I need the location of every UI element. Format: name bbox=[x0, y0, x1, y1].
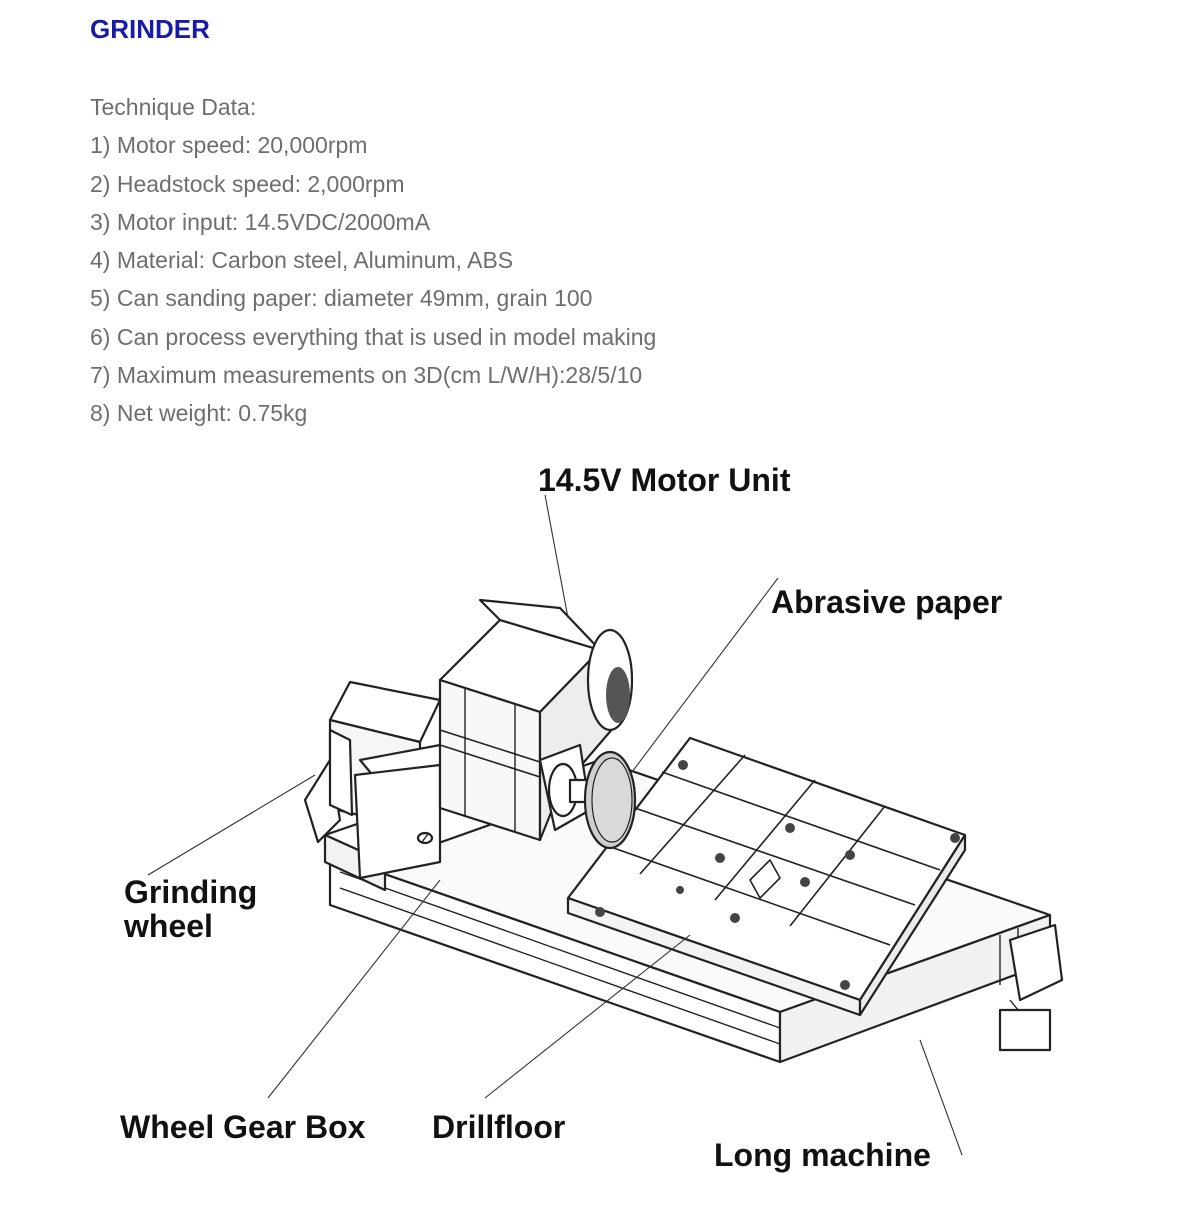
spec-item: 4) Material: Carbon steel, Aluminum, ABS bbox=[90, 247, 514, 274]
grinder-diagram: 14.5V Motor Unit Abrasive paper Grinding… bbox=[0, 440, 1200, 1200]
spec-item: 2) Headstock speed: 2,000rpm bbox=[90, 170, 405, 197]
label-motor-unit: 14.5V Motor Unit bbox=[538, 462, 791, 498]
label-long-machine: Long machine bbox=[714, 1137, 931, 1173]
label-abrasive-paper: Abrasive paper bbox=[771, 584, 1003, 620]
leader-grinding-wheel bbox=[147, 774, 316, 876]
leader-drillfloor bbox=[484, 934, 691, 1099]
wheel-gear-box bbox=[303, 680, 457, 880]
spec-item: 3) Motor input: 14.5VDC/2000mA bbox=[90, 208, 431, 235]
page-title: GRINDER bbox=[90, 14, 210, 44]
spec-item: 1) Motor speed: 20,000rpm bbox=[90, 132, 368, 159]
leader-abrasive-paper bbox=[631, 577, 779, 773]
grinder-illustration bbox=[147, 494, 1064, 1156]
label-grinding-wheel: Grinding wheel bbox=[124, 874, 258, 944]
label-drillfloor: Drillfloor bbox=[432, 1109, 566, 1145]
spec-item: 6) Can process everything that is used i… bbox=[90, 323, 657, 350]
drillfloor-plate bbox=[566, 736, 967, 1017]
spec-item: 7) Maximum measurements on 3D(cm L/W/H):… bbox=[90, 362, 643, 389]
leader-long-machine bbox=[919, 1039, 963, 1156]
spec-item: 5) Can sanding paper: diameter 49mm, gra… bbox=[90, 285, 593, 312]
label-grinding-wheel-line1: Grinding bbox=[124, 874, 258, 910]
label-wheel-gear-box: Wheel Gear Box bbox=[120, 1109, 366, 1145]
specs-heading: Technique Data: bbox=[90, 94, 257, 120]
leader-motor-unit bbox=[544, 494, 569, 619]
spec-item: 8) Net weight: 0.75kg bbox=[90, 400, 308, 427]
abrasive-wheel bbox=[538, 743, 637, 850]
leader-wheel-gear-box bbox=[267, 879, 441, 1099]
technique-data-list: Technique Data: 1) Motor speed: 20,000rp… bbox=[90, 88, 656, 433]
label-grinding-wheel-line2: wheel bbox=[124, 907, 213, 944]
